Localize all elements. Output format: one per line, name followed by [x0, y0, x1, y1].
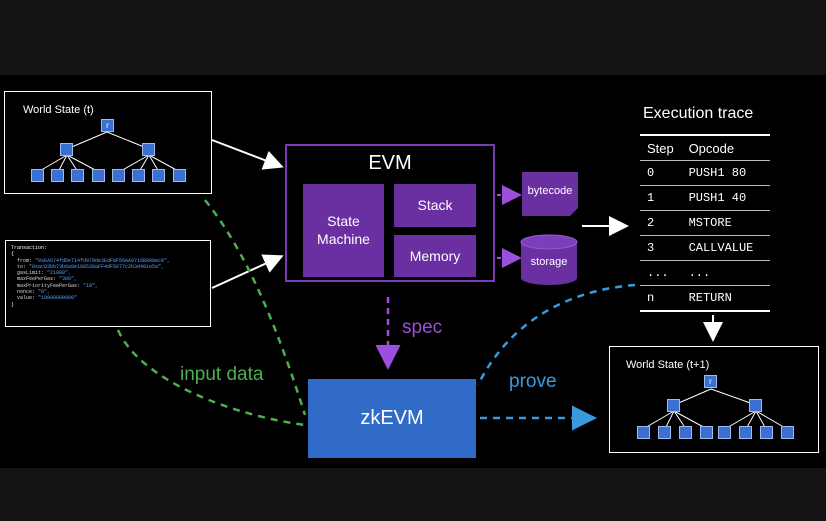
- memory-label: Memory: [409, 248, 461, 264]
- execution-trace-title: Execution trace: [643, 105, 754, 122]
- transaction-field: gasLimit: "21000",: [11, 270, 205, 276]
- tree-node: [60, 143, 73, 156]
- transaction-open-brace: {: [11, 251, 15, 258]
- transaction-field: maxFeePerGas: "300",: [11, 276, 205, 282]
- transaction-header: Transaction:: [11, 245, 48, 251]
- tree-leaf-node: [718, 426, 731, 439]
- world-state-t1-box: World State (t+1) r: [609, 346, 819, 453]
- tree-leaf-node: [152, 169, 165, 182]
- transaction-field-key: to:: [11, 263, 30, 270]
- transaction-close-brace: }: [11, 301, 15, 308]
- tree-leaf-node: [112, 169, 125, 182]
- transaction-field: nonce: "0",: [11, 289, 205, 295]
- transaction-field-key: maxFeePerGas:: [11, 276, 60, 283]
- transaction-field-key: gasLimit:: [11, 270, 48, 277]
- transaction-field: from: "0xEA674fdDe714fd979de3EdF0F56AA97…: [11, 258, 205, 264]
- world-state-t1-tree: [642, 388, 788, 430]
- spec-label: spec: [402, 317, 443, 338]
- bytecode-document-icon: [522, 172, 578, 216]
- trace-header-opcode: Opcode: [681, 134, 770, 161]
- transaction-fields: from: "0xEA674fdDe714fd979de3EdF0F56AA97…: [11, 258, 205, 302]
- trace-header-row: Step Opcode: [640, 134, 770, 161]
- transaction-field: maxPriorityFeePerGas: "10",: [11, 283, 205, 289]
- transaction-field-key: nonce:: [11, 289, 39, 296]
- tree-root-node: r: [704, 375, 717, 388]
- tree-root-node: r: [101, 119, 114, 132]
- tree-node: [667, 399, 680, 412]
- trace-opcode: RETURN: [681, 285, 770, 312]
- tree-leaf-node: [51, 169, 64, 182]
- transaction-field-value: "21000",: [47, 270, 72, 277]
- bytecode-label: bytecode: [527, 185, 573, 197]
- storage-cylinder-icon: [520, 234, 578, 285]
- storage-label: storage: [530, 256, 568, 268]
- transaction-field-value: "10000000000": [38, 295, 78, 302]
- world-state-t-box: World State (t) r: [4, 91, 212, 194]
- tree-leaf-node: [71, 169, 84, 182]
- transaction-box: Transaction:{ from: "0xEA674fdDe714fd979…: [5, 240, 211, 327]
- stack-box: Stack: [394, 184, 476, 227]
- input-data-path-world-state: [204, 199, 307, 416]
- input-data-path-transaction: [116, 329, 306, 427]
- trace-step: 2: [640, 210, 682, 236]
- trace-step: 1: [640, 185, 682, 211]
- tree-leaf-node: [637, 426, 650, 439]
- trace-row: ......: [640, 260, 770, 286]
- trace-step: ...: [640, 260, 682, 286]
- zkevm-box: zkEVM: [308, 379, 476, 458]
- trace-step: 3: [640, 235, 682, 261]
- trace-step: n: [640, 285, 682, 312]
- world-state-t-title: World State (t): [23, 104, 94, 116]
- transaction-field-key: maxPriorityFeePerGas:: [11, 282, 84, 289]
- trace-opcode: CALLVALUE: [681, 235, 770, 261]
- trace-opcode: PUSH1 80: [681, 160, 770, 186]
- transaction-field: value: "10000000000": [11, 295, 205, 301]
- tree-leaf-node: [781, 426, 794, 439]
- transaction-field-value: "10",: [83, 282, 99, 289]
- tree-leaf-node: [132, 169, 145, 182]
- tree-leaf-node: [679, 426, 692, 439]
- tree-leaf-node: [658, 426, 671, 439]
- tree-leaf-node: [31, 169, 44, 182]
- tree-node: [142, 143, 155, 156]
- transaction-field-value: "300",: [59, 276, 78, 283]
- transaction-field-value: "0xac03bb73b6a9e108530aFF4dF5077c2b3d481…: [29, 263, 165, 270]
- state-machine-box: State Machine: [303, 184, 384, 277]
- tree-leaf-node: [760, 426, 773, 439]
- arrow-transaction-to-evm: [211, 254, 284, 289]
- state-machine-label: State Machine: [317, 213, 370, 247]
- evm-title: EVM: [368, 152, 412, 174]
- trace-header-step: Step: [640, 134, 682, 161]
- prove-path-trace: [476, 283, 636, 386]
- tree-leaf-node: [700, 426, 713, 439]
- stack-label: Stack: [417, 197, 453, 213]
- trace-opcode: ...: [681, 260, 770, 286]
- transaction-field: to: "0xac03bb73b6a9e108530aFF4dF5077c2b3…: [11, 264, 205, 270]
- evm-box: EVM: [285, 144, 495, 282]
- tree-node: [749, 399, 762, 412]
- memory-box: Memory: [394, 235, 476, 277]
- trace-step: 0: [640, 160, 682, 186]
- prove-label: prove: [509, 371, 557, 392]
- transaction-field-value: "0xEA674fdDe714fd979de3EdF0F56AA9716B898…: [35, 257, 171, 264]
- world-state-t1-title: World State (t+1): [626, 359, 710, 371]
- tree-leaf-node: [173, 169, 186, 182]
- transaction-field-value: "0",: [38, 289, 51, 296]
- input-data-label: input data: [180, 364, 264, 385]
- zkevm-label: zkEVM: [360, 407, 424, 429]
- tree-leaf-node: [739, 426, 752, 439]
- tree-leaf-node: [92, 169, 105, 182]
- transaction-field-key: from:: [11, 257, 36, 264]
- transaction-field-key: value:: [11, 295, 39, 302]
- trace-opcode: MSTORE: [681, 210, 770, 236]
- arrow-world-state-to-evm: [211, 139, 284, 170]
- trace-opcode: PUSH1 40: [681, 185, 770, 211]
